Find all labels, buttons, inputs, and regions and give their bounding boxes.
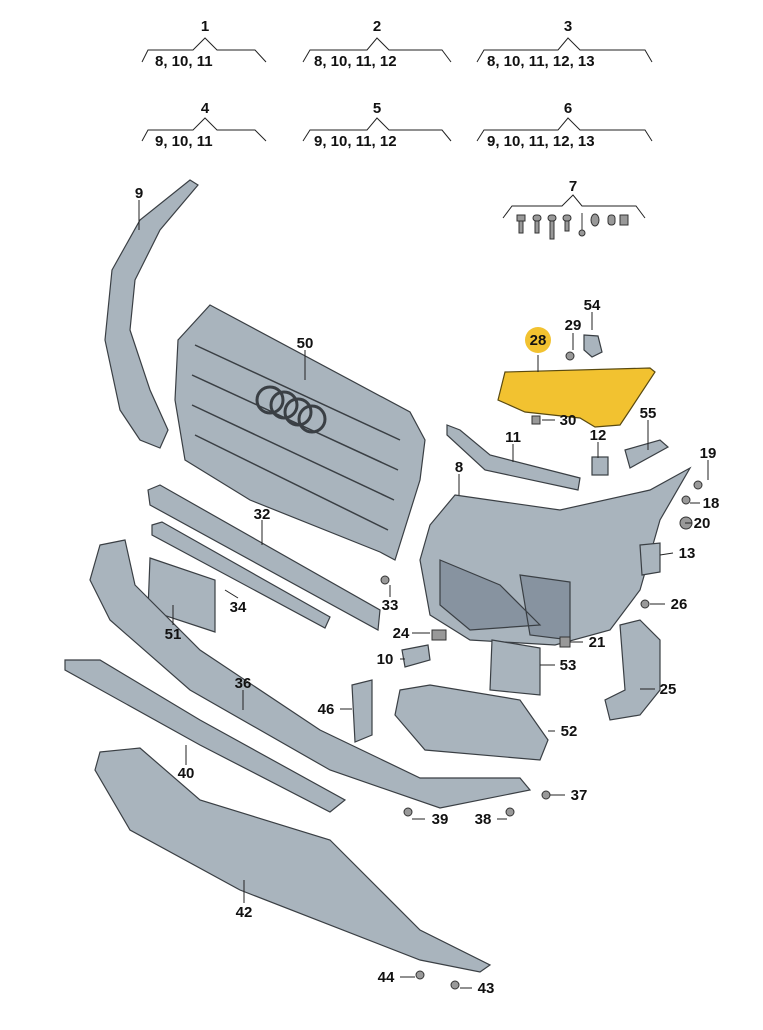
- callout-55[interactable]: 55: [640, 405, 657, 422]
- callout-26[interactable]: 26: [671, 596, 688, 613]
- part-11-strip: [446, 424, 581, 491]
- group-number: 4: [201, 100, 210, 117]
- callout-43[interactable]: 43: [478, 980, 495, 997]
- group-1: 1 8, 10, 11: [141, 18, 267, 70]
- callout-9[interactable]: 9: [135, 185, 143, 202]
- callout-40[interactable]: 40: [178, 765, 195, 782]
- callout-21[interactable]: 21: [589, 634, 606, 651]
- group-number: 2: [373, 18, 381, 35]
- part-52-fog-grille: [394, 684, 549, 761]
- group-7-screws: 7: [502, 178, 646, 240]
- part-42-underbody-shield: [94, 747, 492, 973]
- callouts: 9 50 54 29 28 30 11 12 55 19 18 20 8 32 …: [135, 185, 720, 997]
- part-53-cover: [489, 639, 541, 696]
- callout-33[interactable]: 33: [382, 597, 399, 614]
- group-items: 8, 10, 11, 12, 13: [487, 53, 595, 70]
- callout-39[interactable]: 39: [432, 811, 449, 828]
- callout-50[interactable]: 50: [297, 335, 314, 352]
- callout-37[interactable]: 37: [571, 787, 588, 804]
- part-51-plate-bracket: [147, 557, 216, 633]
- callout-44[interactable]: 44: [378, 969, 395, 986]
- highlight-circle: [525, 327, 551, 353]
- part-54-sensor: [583, 334, 603, 358]
- part-50-grille: [174, 304, 426, 561]
- group-6: 6 9, 10, 11, 12, 13: [476, 100, 653, 150]
- group-number: 6: [564, 100, 572, 117]
- callout-8[interactable]: 8: [455, 459, 463, 476]
- callout-28[interactable]: 28: [530, 332, 547, 349]
- part-12-bracket: [591, 456, 609, 476]
- group-brackets: 1 8, 10, 11 2 8, 10, 11, 12 3 8, 10, 11,…: [141, 18, 653, 240]
- callout-38[interactable]: 38: [475, 811, 492, 828]
- callout-32[interactable]: 32: [254, 506, 271, 523]
- group-4: 4 9, 10, 11: [141, 100, 267, 150]
- callout-20[interactable]: 20: [694, 515, 711, 532]
- group-number: 3: [564, 18, 572, 35]
- callout-25[interactable]: 25: [660, 681, 677, 698]
- screw-icons: [516, 213, 629, 240]
- leader-lines: [138, 200, 709, 989]
- parts: [64, 179, 703, 990]
- callout-29[interactable]: 29: [565, 317, 582, 334]
- part-9-side-trim: [104, 179, 199, 449]
- callout-24[interactable]: 24: [393, 625, 410, 642]
- audi-rings-logo: [255, 385, 327, 434]
- part-28-bracket-highlighted: [497, 367, 656, 428]
- callout-30[interactable]: 30: [560, 412, 577, 429]
- group-number: 1: [201, 18, 209, 35]
- group-items: 9, 10, 11, 12: [314, 133, 397, 150]
- callout-36[interactable]: 36: [235, 675, 252, 692]
- part-32-lower-grille: [147, 484, 381, 631]
- part-36-spoiler: [89, 539, 532, 809]
- callout-19[interactable]: 19: [700, 445, 717, 462]
- callout-46[interactable]: 46: [318, 701, 335, 718]
- group-items: 8, 10, 11, 12: [314, 53, 397, 70]
- group-items: 9, 10, 11: [155, 133, 213, 150]
- part-34-strip: [151, 521, 331, 629]
- fastener-icons: [380, 351, 703, 990]
- part-40-strip: [64, 659, 347, 813]
- part-13-bracket: [639, 542, 661, 576]
- callout-52[interactable]: 52: [561, 723, 578, 740]
- group-2: 2 8, 10, 11, 12: [302, 18, 452, 70]
- callout-53[interactable]: 53: [560, 657, 577, 674]
- group-3: 3 8, 10, 11, 12, 13: [476, 18, 653, 70]
- group-items: 9, 10, 11, 12, 13: [487, 133, 595, 150]
- callout-18[interactable]: 18: [703, 495, 720, 512]
- callout-11[interactable]: 11: [505, 429, 521, 446]
- part-25-bracket: [604, 619, 661, 721]
- callout-42[interactable]: 42: [236, 904, 253, 921]
- callout-54[interactable]: 54: [584, 297, 601, 314]
- group-items: 8, 10, 11: [155, 53, 213, 70]
- callout-12[interactable]: 12: [590, 427, 607, 444]
- grille-slats: [191, 344, 401, 531]
- callout-51[interactable]: 51: [165, 626, 182, 643]
- part-46-bracket: [351, 679, 373, 743]
- group-number: 5: [373, 100, 381, 117]
- group-number: 7: [569, 178, 577, 195]
- part-10-cap: [401, 644, 431, 668]
- callout-10[interactable]: 10: [377, 651, 394, 668]
- callout-34[interactable]: 34: [230, 599, 247, 616]
- group-5: 5 9, 10, 11, 12: [302, 100, 452, 150]
- callout-13[interactable]: 13: [679, 545, 696, 562]
- part-55-cover: [624, 439, 670, 469]
